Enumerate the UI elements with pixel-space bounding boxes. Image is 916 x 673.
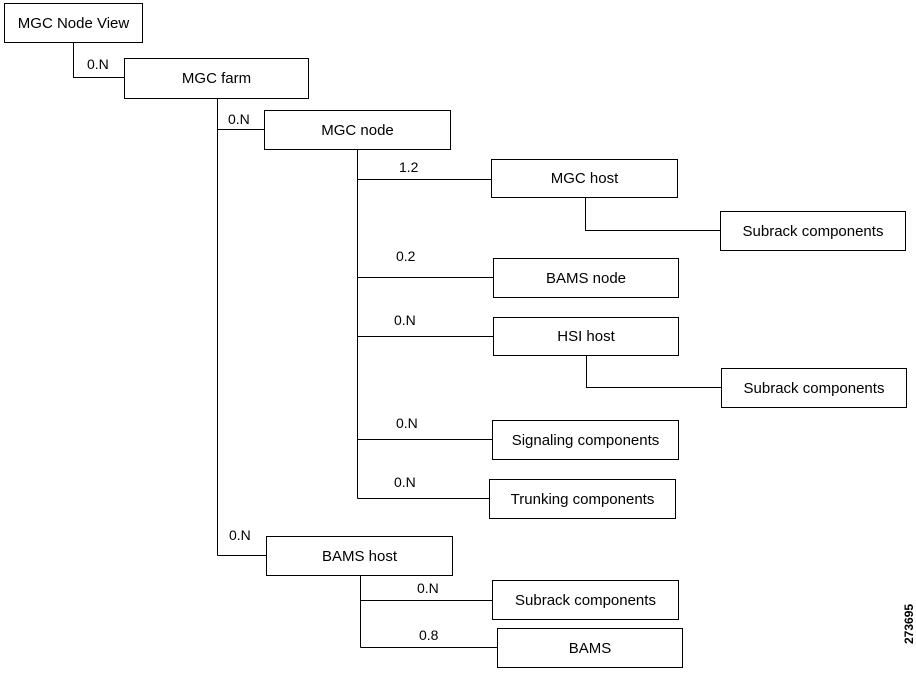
- node-bams-host-subrack: Subrack components: [492, 580, 679, 620]
- mult-node-to-bams-node: 0.2: [396, 248, 416, 264]
- mult-node-to-trunking: 0.N: [394, 474, 416, 490]
- mult-bams-host-to-subrack: 0.N: [417, 580, 439, 596]
- mult-node-to-mgc-host: 1.2: [399, 159, 419, 175]
- node-mgc-farm: MGC farm: [124, 58, 309, 99]
- mult-farm-to-bams-host: 0.N: [229, 527, 251, 543]
- node-bams-node: BAMS node: [493, 258, 679, 298]
- connector-view-to-farm: [73, 42, 124, 78]
- node-mgc-node-view: MGC Node View: [4, 3, 143, 43]
- mult-view-to-farm: 0.N: [87, 56, 109, 72]
- node-mgc-node: MGC node: [264, 110, 451, 150]
- node-hsi-host: HSI host: [493, 317, 679, 356]
- node-hsi-host-subrack: Subrack components: [721, 368, 907, 408]
- node-bams-host: BAMS host: [266, 536, 453, 576]
- mult-node-to-hsi-host: 0.N: [394, 312, 416, 328]
- mult-farm-to-node: 0.N: [228, 111, 250, 127]
- mult-node-to-signaling: 0.N: [396, 415, 418, 431]
- mult-bams-host-to-bams: 0.8: [419, 627, 439, 643]
- figure-id: 273695: [902, 603, 916, 644]
- node-bams: BAMS: [497, 628, 683, 668]
- node-trunking-components: Trunking components: [489, 479, 676, 519]
- node-mgc-host: MGC host: [491, 159, 678, 198]
- node-mgc-host-subrack: Subrack components: [720, 211, 906, 251]
- node-signaling-components: Signaling components: [492, 420, 679, 460]
- connector-mgc-host-to-subrack: [585, 197, 720, 231]
- connector-hsi-host-to-subrack: [586, 355, 721, 388]
